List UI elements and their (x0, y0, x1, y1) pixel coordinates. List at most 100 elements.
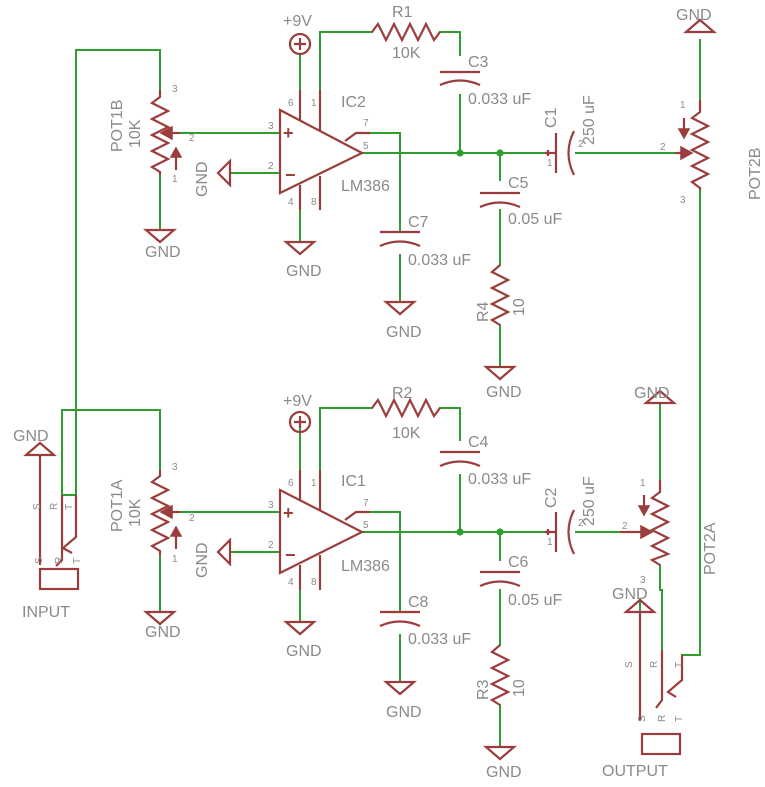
potentiometer-pot2b: 1 2 3 POT2B (660, 100, 764, 206)
ground-symbol: GND (383, 680, 422, 721)
potentiometer-pot1a: 3 2 1 POT1A 10K (109, 462, 195, 565)
pot2b-pin-3: 3 (680, 195, 686, 206)
capacitor-c6: C6 0.05 uF (479, 554, 562, 609)
ground-symbol: GND (194, 537, 232, 578)
input-pin-t-small: T (72, 558, 83, 564)
c7-value: 0.033 uF (408, 252, 471, 269)
ic2-ref: IC2 (341, 94, 366, 111)
gnd-label: GND (145, 244, 181, 261)
output-pin-t-small: T (674, 716, 685, 722)
input-pin-s: S (32, 503, 43, 510)
capacitor-c5: C5 0.05 uF (479, 175, 562, 228)
r1-value: 10K (392, 45, 421, 62)
ground-symbol: GND (676, 7, 717, 34)
capacitor-c1: C1 250 uF 1 2 (543, 95, 598, 176)
c1-ref: C1 (543, 107, 560, 128)
output-pin-r-small: R (657, 715, 668, 722)
resistor-r2: R2 10K (371, 385, 441, 442)
ground-symbol: GND (143, 610, 181, 641)
pot1b-value: 10K (127, 119, 144, 148)
ic1-pin-7: 7 (363, 498, 369, 509)
c5-value: 0.05 uF (508, 211, 562, 228)
supply-symbol: +9V (283, 393, 312, 434)
ground-symbol: GND (483, 745, 522, 781)
ic1-pin-4: 4 (288, 577, 294, 588)
ic1-pin-1: 1 (311, 478, 317, 489)
resistor-r1: R1 10K (371, 4, 441, 62)
ic2-pin-8: 8 (311, 197, 317, 208)
input-pin-t: T (64, 504, 75, 510)
gnd-label: GND (194, 161, 211, 197)
lower-amplifier: +9V R2 10K C4 0.033 uF + − 6 1 7 3 5 (109, 385, 719, 781)
pot1b-pin-1: 1 (172, 174, 178, 185)
ic1-value: LM386 (341, 558, 390, 575)
gnd-label: GND (386, 704, 422, 721)
ic2-pin-5: 5 (363, 141, 369, 152)
c3-value: 0.033 uF (468, 91, 531, 108)
noninverting-sign: + (283, 503, 294, 523)
supply-label: +9V (283, 13, 312, 30)
ic1-pin-3: 3 (268, 500, 274, 511)
c2-ref: C2 (543, 487, 560, 508)
inverting-sign: − (285, 545, 296, 565)
ground-symbol: GND (483, 365, 522, 401)
output-pin-r: R (649, 661, 660, 668)
c5-ref: C5 (508, 175, 529, 192)
c2-pin-1: 1 (547, 537, 553, 548)
gnd-label: GND (145, 624, 181, 641)
upper-amplifier: +9V R1 10K C3 0.033 uF + − 6 1 7 (109, 4, 764, 401)
gnd-label: GND (286, 643, 322, 660)
output-pin-t: T (674, 662, 685, 668)
ic1-ref: IC1 (341, 473, 366, 490)
c3-ref: C3 (468, 54, 489, 71)
pot1a-value: 10K (127, 498, 144, 527)
op-amp-ic1: + − 6 1 7 3 5 2 4 8 IC1 LM386 (268, 470, 390, 590)
pot2a-pin-1: 1 (640, 478, 646, 489)
supply-label: +9V (283, 393, 312, 410)
gnd-label: GND (634, 385, 670, 402)
ic2-pin-6: 6 (288, 98, 294, 109)
ic1-pin-6: 6 (288, 478, 294, 489)
supply-symbol: +9V (283, 13, 312, 56)
c4-ref: C4 (468, 434, 489, 451)
c2-value: 250 uF (581, 476, 598, 526)
input-label: INPUT (22, 604, 70, 621)
resistor-r3: R3 10 (475, 644, 528, 706)
ic1-pin-8: 8 (311, 577, 317, 588)
gnd-label: GND (286, 263, 322, 280)
output-label: OUTPUT (602, 763, 668, 780)
ground-symbol: GND (143, 228, 181, 261)
c4-value: 0.033 uF (468, 471, 531, 488)
ground-symbol: GND (194, 158, 232, 197)
gnd-label: GND (13, 428, 49, 445)
r3-ref: R3 (475, 679, 492, 700)
r4-value: 10 (511, 298, 528, 316)
c1-pin-2: 2 (578, 139, 584, 150)
r2-ref: R2 (392, 385, 413, 402)
output-jack-body (640, 732, 682, 756)
ic2-pin-3: 3 (268, 121, 274, 132)
pot2a-pin-2: 2 (622, 521, 628, 532)
gnd-label: GND (612, 586, 648, 603)
ic2-pin-1: 1 (311, 98, 317, 109)
c6-ref: C6 (508, 554, 529, 571)
capacitor-c8: C8 0.033 uF (379, 594, 471, 648)
junction-dot (456, 528, 464, 536)
c1-value: 250 uF (581, 95, 598, 145)
gnd-label: GND (486, 764, 522, 781)
c6-value: 0.05 uF (508, 592, 562, 609)
junction-dot (456, 149, 464, 157)
input-pin-r: R (49, 503, 60, 510)
output-pin-s: S (624, 661, 635, 668)
potentiometer-pot2a: 1 2 3 POT2A (620, 478, 719, 586)
r4-ref: R4 (475, 301, 492, 322)
ground-symbol: GND (612, 586, 657, 614)
capacitor-c4: C4 0.033 uF (439, 434, 531, 488)
ground-symbol: GND (383, 300, 422, 341)
gnd-label: GND (676, 7, 712, 24)
pot2b-pin-1: 1 (680, 100, 686, 111)
pot2a-pin-3: 3 (640, 575, 646, 586)
ground-symbol: GND (283, 240, 322, 280)
pot1b-ref: POT1B (109, 100, 126, 152)
